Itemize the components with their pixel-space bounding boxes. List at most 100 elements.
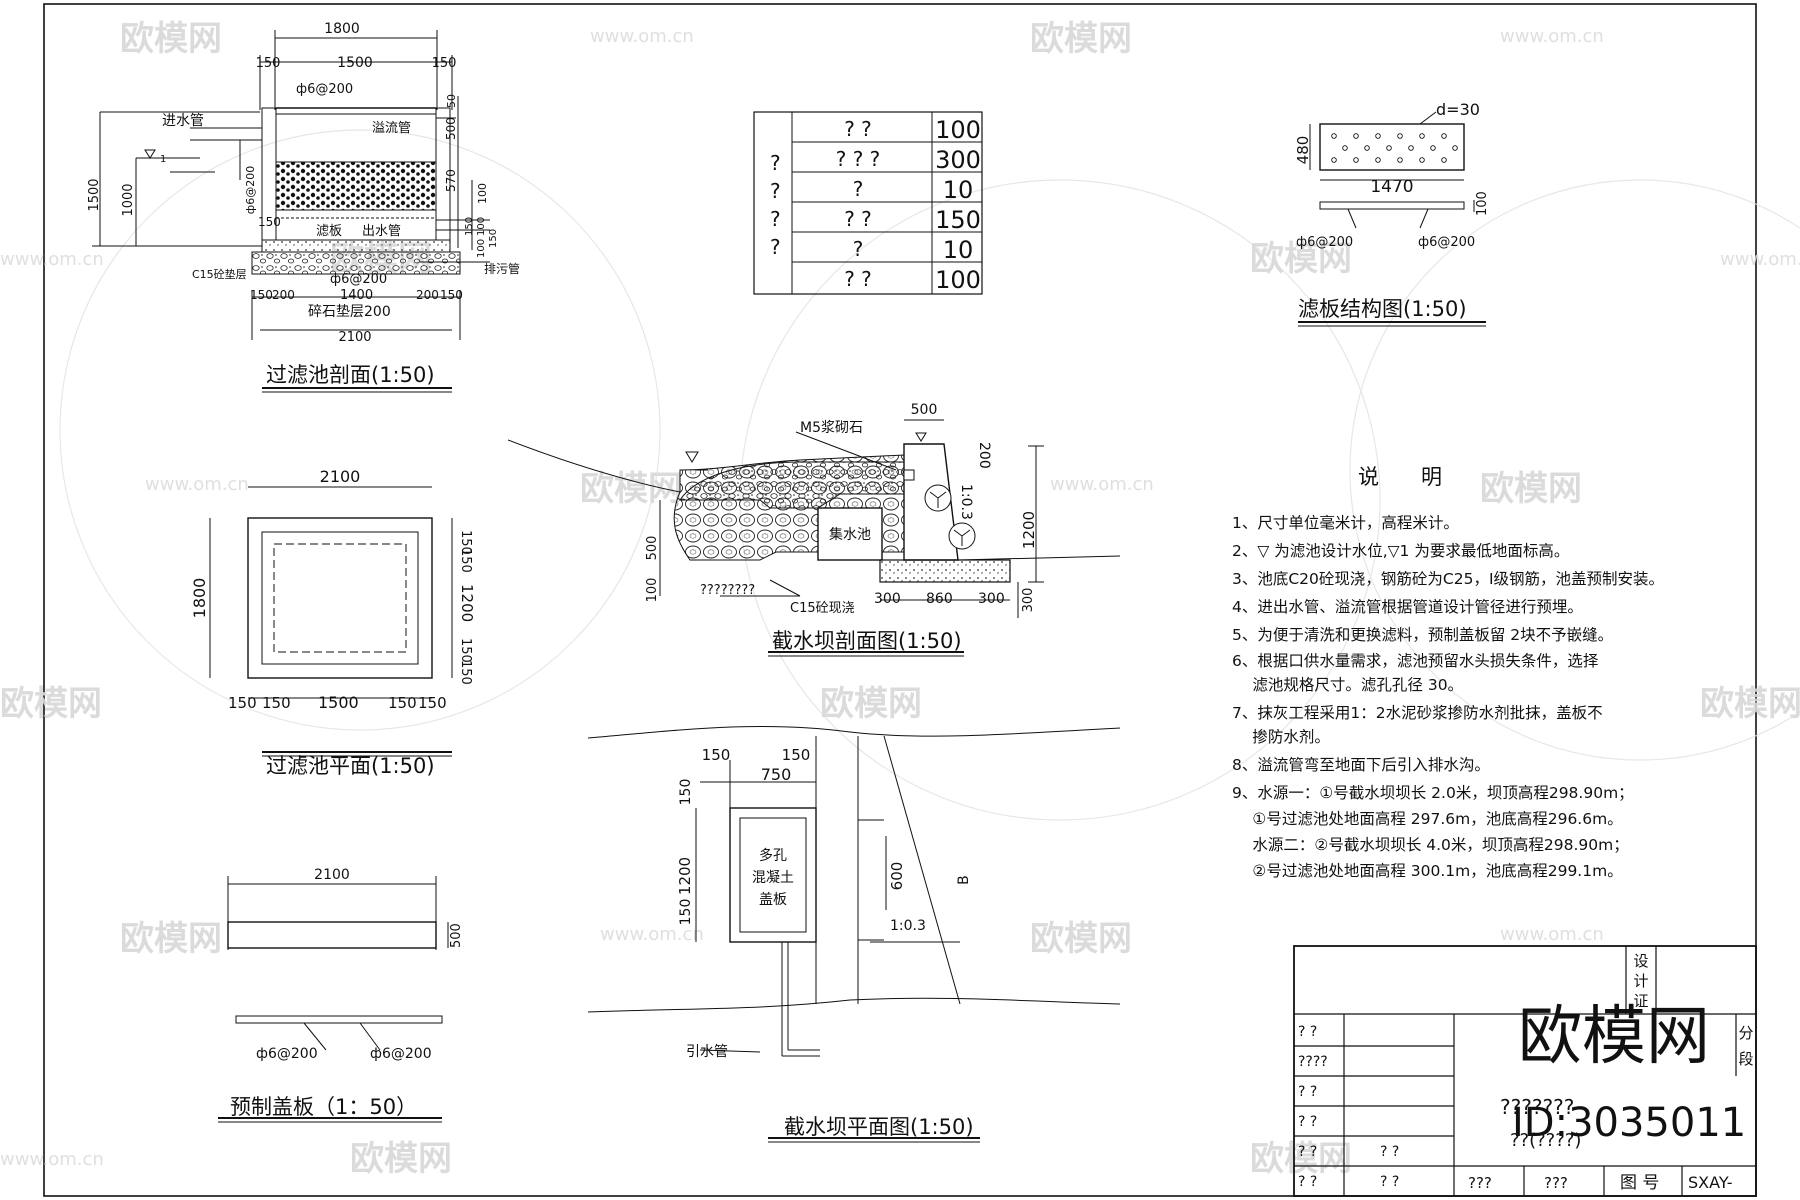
table-row-label: ? [770, 151, 781, 175]
dim-right-570: 570 [444, 169, 458, 192]
dim-wall-right: 150 [432, 56, 457, 71]
dam-plan-title: 截水坝平面图(1:50) [784, 1115, 974, 1139]
dim-bottom-1400: 1400 [340, 288, 373, 303]
dim-height-1000: 1000 [121, 183, 136, 216]
inlet-pipe-label: 进水管 [162, 113, 204, 129]
dim-inner: 1500 [337, 55, 373, 71]
watermark-url: www.om.cn [590, 26, 694, 47]
dim-filter-width: 1800 [324, 21, 360, 37]
dam-dim-100: 100 [645, 578, 660, 603]
dam-unknown-label: ???????? [700, 583, 755, 598]
note-line: 9、水源一：①号截水坝坝长 2.0米，坝顶高程298.90m； [1232, 784, 1634, 802]
dim-150-label: 150 [258, 215, 281, 229]
note-line: 4、进出水管、溢流管根据管道设计管径进行预埋。 [1232, 598, 1583, 616]
note-line: 水源二：②号截水坝坝长 4.0米，坝顶高程298.90m； [1232, 836, 1629, 854]
cushion-label: C15砼垫层 [192, 267, 247, 281]
dim-bottom-150b: 150 [440, 288, 463, 302]
cover-rebar-right: ф6@200 [370, 1046, 432, 1062]
tb-design-cert-2: 计 [1633, 972, 1648, 990]
plate-dim-width: 1470 [1370, 177, 1413, 197]
cover-rebar-left: ф6@200 [256, 1046, 318, 1062]
tb-subpart-1: 分 [1738, 1024, 1753, 1042]
dam-masonry-label: M5浆砌石 [800, 420, 863, 436]
watermark-brand: 欧模网 [0, 684, 102, 724]
notes-title: 说 明 [1358, 465, 1442, 489]
dim-right-150: 150 [464, 217, 475, 236]
dim-right-500: 500 [444, 117, 458, 140]
note-line: ②号过滤池处地面高程 300.1m，池底高程299.1m。 [1232, 862, 1623, 880]
watermark-url: www.om.cn [1720, 249, 1800, 270]
dam-dim-top: 500 [911, 402, 938, 418]
filter-plan-title: 过滤池平面(1:50) [266, 754, 435, 778]
dim-wall-left: 150 [256, 56, 281, 71]
dam-slope-label: 1:0.3 [958, 484, 974, 520]
note-line: ①号过滤池处地面高程 297.6m，池底高程296.6m。 [1232, 810, 1623, 828]
table-row-label: ? [770, 235, 781, 259]
dim-bottom-150: 150 [250, 288, 273, 302]
filter-plan-drawing [209, 486, 453, 757]
plate-dim-thickness: 100 [1475, 191, 1490, 216]
sheet-frame [43, 3, 1757, 1197]
dam-dim-200: 200 [976, 442, 992, 469]
plan-dam-dim-left-0: 150 [678, 779, 694, 806]
dam-dim-bottom-0: 300 [874, 591, 901, 607]
table-cell-material: ? ? ? [836, 147, 881, 171]
note-line: 2、▽ 为滤池设计水位,▽1 为要求最低地面标高。 [1232, 542, 1569, 560]
tb-drawing-no: SXAY- [1688, 1173, 1732, 1192]
tb-design-cert-3: 证 [1633, 992, 1648, 1010]
dim-total-width: 2100 [338, 330, 371, 345]
plan-dim-right-0: 150 [458, 530, 473, 555]
tb-cell: ???? [1298, 1054, 1328, 1070]
table-cell-value: 10 [943, 176, 974, 204]
table-cell-material: ? ? [844, 117, 872, 141]
material-table [753, 111, 983, 295]
plan-dim-right-3: 150 [458, 638, 473, 663]
tb-unknown-1: ??????? [1500, 1095, 1574, 1119]
dim-bottom-200: 200 [272, 288, 295, 302]
plan-dim-bottom-4: 150 [418, 694, 447, 712]
dam-section-title: 截水坝剖面图(1:50) [772, 629, 962, 653]
watermark-url: www.om.cn [1050, 474, 1154, 495]
dam-plan-drawing [587, 725, 1121, 1143]
plan-dam-slope: 1:0.3 [890, 918, 926, 934]
plan-dim-bottom-3: 150 [388, 694, 417, 712]
tb-cell: ? ? [1380, 1174, 1399, 1190]
note-line: 掺防水剂。 [1232, 728, 1330, 746]
dim-right-50: 50 [445, 94, 458, 108]
dim-right-150b: 150 [488, 229, 499, 248]
watermark-url: www.om.cn [145, 474, 249, 495]
filter-section-drawing [92, 30, 490, 393]
watermark-url: www.om.cn [0, 1149, 104, 1170]
tb-q2: ??? [1544, 1174, 1568, 1192]
table-row-label: ? [770, 207, 781, 231]
tb-drawing-no-label: 图 号 [1620, 1173, 1659, 1193]
plate-dim-height: 480 [1294, 136, 1312, 165]
dam-dim-bottom-1: 860 [926, 591, 953, 607]
plan-dim-top: 2100 [320, 467, 361, 486]
dam-section-drawing [507, 419, 1121, 657]
tb-cell: ? ? [1298, 1144, 1317, 1160]
tb-unknown-2: ??(????) [1510, 1130, 1581, 1151]
water-level-mark: 1 [160, 154, 166, 165]
table-cell-value: 150 [935, 206, 981, 234]
rebar-label-bottom: ф6@200 [330, 272, 387, 287]
watermark-url: www.om.cn [1500, 924, 1604, 945]
watermark-brand: 欧模网 [120, 19, 222, 59]
watermark-brand: 欧模网 [1030, 919, 1132, 959]
plan-dam-b: B [956, 875, 972, 885]
filter-plate-label: 滤板 [316, 224, 342, 239]
dim-bottom-200b: 200 [416, 288, 439, 302]
plan-dam-dim-left-2: 150 [678, 899, 694, 926]
watermark-circle-1 [59, 129, 1800, 821]
note-line: 滤池规格尺寸。滤孔孔径 30。 [1232, 676, 1463, 694]
watermark-url: www.om.cn [600, 924, 704, 945]
watermark-brand: 欧模网 [820, 684, 922, 724]
tb-q1: ??? [1468, 1174, 1492, 1192]
watermark-brand: 欧模网 [1700, 684, 1800, 724]
cover-dim-width: 2100 [314, 867, 350, 883]
outlet-pipe-label: 出水管 [362, 224, 401, 239]
table-row-label: ? [770, 179, 781, 203]
drain-pipe-label: 排污管 [484, 261, 520, 276]
filter-plate-drawing [1298, 111, 1486, 327]
dam-dim-right: 300 [1021, 588, 1036, 613]
